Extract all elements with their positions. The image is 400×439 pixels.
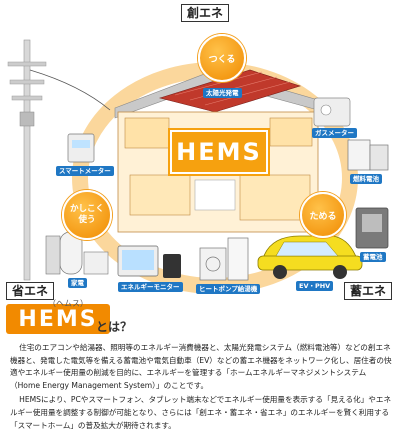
bubble-tsukuru: つくる [198, 34, 246, 82]
description-paragraph-1: 住宅のエアコンや給湯器、照明等のエネルギー消費機器と、太陽光発電システム（燃料電… [10, 343, 392, 390]
description-paragraph-2: HEMSにより、PCやスマートフォン、タブレット端末などでエネルギー使用量を表示… [10, 395, 392, 430]
tag-smart-meter: スマートメーター [56, 166, 114, 176]
tag-solar: 太陽光発電 [203, 88, 242, 98]
tag-heat-pump: ヒートポンプ給湯機 [196, 284, 261, 294]
hems-center-label: HEMS [170, 130, 268, 174]
storage-battery-icon [355, 207, 389, 249]
description: 住宅のエアコンや給湯器、照明等のエネルギー消費機器と、太陽光発電システム（燃料電… [10, 342, 392, 432]
hems-question: とは？ [96, 320, 133, 334]
gas-meter-icon [313, 97, 351, 127]
hems-logo: HEMS [6, 304, 110, 334]
tag-appliance: 家電 [68, 278, 87, 288]
tag-fuel-cell: 燃料電池 [350, 174, 382, 184]
label-chiku-ene: 蓄エネ [344, 282, 393, 300]
tag-gas-meter: ガスメーター [312, 128, 357, 138]
fuel-cell-icon [347, 139, 389, 171]
appliance-icon [45, 231, 109, 275]
hems-reading: （ヘムス） [48, 299, 88, 308]
utility-pole-icon [7, 39, 111, 281]
energy-monitor-icon [117, 245, 181, 278]
tag-energy-monitor: エネルギーモニター [118, 282, 183, 292]
ev-car-icon [257, 235, 363, 279]
tag-ev: EV・PHV [296, 281, 334, 291]
hems-diagram: 創エネ 省エネ 蓄エネ つくる かしこく使う ためる HEMS 太陽光発電 ガス… [6, 4, 393, 300]
bubble-kashikoku: かしこく使う [62, 190, 112, 240]
label-sho-ene: 省エネ [6, 282, 55, 300]
tag-storage-battery: 蓄電池 [360, 252, 386, 262]
heat-pump-icon [199, 237, 249, 281]
smart-meter-icon [67, 133, 95, 163]
label-so-ene: 創エネ [181, 4, 230, 22]
bubble-kashikoku-text: かしこく使う [69, 204, 104, 225]
bubble-tameru: ためる [300, 192, 346, 238]
